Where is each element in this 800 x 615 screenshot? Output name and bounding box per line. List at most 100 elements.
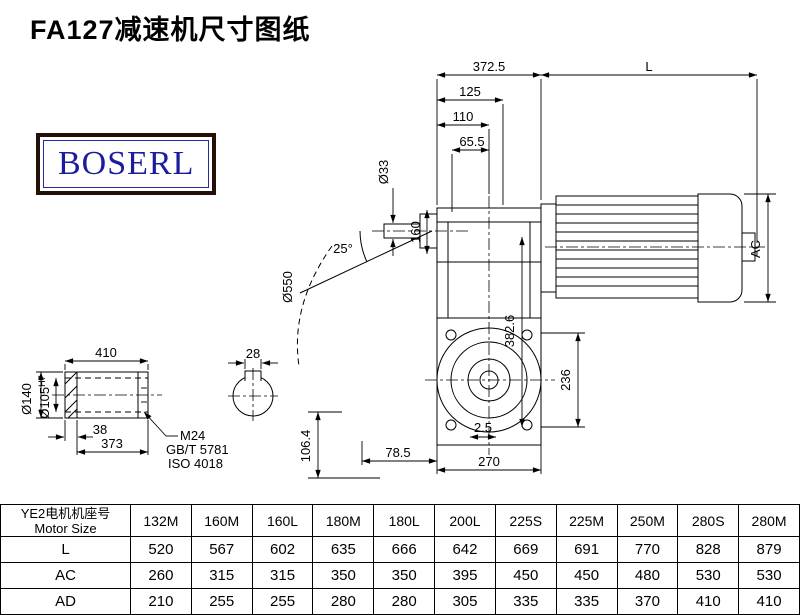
- dim-label-bore-dia: Ø105H7: [37, 375, 52, 418]
- hollow-shaft-view: [52, 371, 162, 419]
- shaft-section-view: [228, 368, 278, 421]
- dim-label-372-5: 372.5: [473, 59, 506, 74]
- column-header-280M: 280M: [738, 504, 800, 537]
- motor-size-label-en: Motor Size: [34, 520, 97, 536]
- row-label-L: L: [0, 536, 131, 563]
- shaft-view-dimensions: [36, 358, 178, 455]
- boserl-logo-text: BOSERL: [43, 140, 210, 188]
- table-cell: 669: [494, 536, 557, 563]
- table-cell: 335: [494, 588, 557, 615]
- dim-label-373: 373: [101, 436, 123, 451]
- table-cell: 280: [373, 588, 436, 615]
- table-cell: 691: [555, 536, 618, 563]
- dim-label-106-4: 106.4: [298, 430, 313, 463]
- table-cell: 530: [738, 562, 800, 589]
- column-header-280S: 280S: [677, 504, 740, 537]
- column-header-225M: 225M: [555, 504, 618, 537]
- table-cell: 770: [616, 536, 679, 563]
- column-header-180M: 180M: [312, 504, 375, 537]
- table-cell: 315: [251, 562, 314, 589]
- motor-size-label-cn: YE2电机机座号: [20, 505, 111, 521]
- section-view-dimensions: [228, 359, 278, 369]
- thread-spec-label: M24: [180, 428, 205, 443]
- table-cell: 350: [373, 562, 436, 589]
- motor-dimension-table: YE2电机机座号 Motor Size 132M 160M 160L 180M …: [0, 504, 800, 615]
- dim-label-L: L: [645, 59, 652, 74]
- table-cell: 255: [251, 588, 314, 615]
- boserl-logo: BOSERL: [36, 133, 217, 195]
- table-cell: 370: [616, 588, 679, 615]
- table-cell: 567: [190, 536, 253, 563]
- dim-label-hub-dia: Ø140: [19, 383, 34, 415]
- table-cell: 410: [738, 588, 800, 615]
- dim-label-65-5: 65.5: [459, 134, 484, 149]
- dim-label-270: 270: [478, 454, 500, 469]
- column-header-200L: 200L: [434, 504, 496, 537]
- table-cell: 666: [373, 536, 436, 563]
- swing-radius-line: [299, 230, 433, 294]
- row-label-AC: AC: [0, 562, 131, 589]
- table-cell: 480: [616, 562, 679, 589]
- bolt-hole: [445, 329, 457, 341]
- row-label-AD: AD: [0, 588, 131, 615]
- fan-cowl: [697, 193, 743, 303]
- dim-label-28: 28: [246, 346, 260, 361]
- dim-label-AC: AC: [748, 240, 763, 258]
- table-cell: 828: [677, 536, 740, 563]
- standard-gb-label: GB/T 5781: [166, 442, 229, 457]
- dim-label-angle: 25°: [333, 241, 353, 256]
- dim-label-236: 236: [558, 369, 573, 391]
- dim-label-shaft-dia: Ø33: [376, 160, 391, 185]
- table-header-motor-size: YE2电机机座号 Motor Size: [0, 504, 131, 537]
- table-cell: 879: [738, 536, 800, 563]
- table-cell: 530: [677, 562, 740, 589]
- standard-iso-label: ISO 4018: [168, 456, 223, 471]
- table-cell: 602: [251, 536, 314, 563]
- page-title: FA127减速机尺寸图纸: [30, 15, 311, 45]
- table-cell: 315: [190, 562, 253, 589]
- bolt-hole: [445, 419, 457, 431]
- technical-drawing: 372.5 L 125 110 65.5 Ø33 160 25° Ø550 38…: [19, 59, 776, 479]
- table-cell: 450: [494, 562, 557, 589]
- table-cell: 335: [555, 588, 618, 615]
- swing-circle-arc: [296, 245, 333, 367]
- column-header-160L: 160L: [251, 504, 314, 537]
- dim-label-382-6: 382.6: [502, 315, 517, 348]
- table-cell: 642: [434, 536, 496, 563]
- table-row-AC: AC 260 315 315 350 350 395 450 450 480 5…: [0, 562, 800, 589]
- table-cell: 395: [434, 562, 496, 589]
- table-cell: 450: [555, 562, 618, 589]
- bolt-hole: [521, 329, 533, 341]
- table-cell: 520: [130, 536, 192, 563]
- table-cell: 350: [312, 562, 375, 589]
- dim-label-110: 110: [453, 109, 474, 124]
- dimension-labels: 372.5 L 125 110 65.5 Ø33 160 25° Ø550 38…: [19, 59, 763, 471]
- table-cell: 280: [312, 588, 375, 615]
- column-header-225S: 225S: [494, 504, 557, 537]
- dim-label-2-5: 2.5: [474, 420, 492, 435]
- dim-label-410: 410: [95, 345, 117, 360]
- column-header-180L: 180L: [373, 504, 436, 537]
- dim-label-160: 160: [408, 221, 423, 243]
- table-cell: 305: [434, 588, 496, 615]
- table-cell: 410: [677, 588, 740, 615]
- dim-label-78-5: 78.5: [385, 445, 410, 460]
- column-header-160M: 160M: [190, 504, 253, 537]
- column-header-132M: 132M: [130, 504, 192, 537]
- motor-flange: [540, 203, 557, 293]
- centerlines: [372, 196, 765, 455]
- motor: [540, 193, 756, 303]
- dim-label-38: 38: [93, 422, 107, 437]
- table-row-L: L 520 567 602 635 666 642 669 691 770 82…: [0, 536, 800, 563]
- bolt-hole: [521, 419, 533, 431]
- table-row-AD: AD 210 255 255 280 280 305 335 335 370 4…: [0, 588, 800, 615]
- front-view-dimensions: [308, 72, 776, 479]
- column-header-250M: 250M: [616, 504, 679, 537]
- table-cell: 260: [130, 562, 192, 589]
- angle-arc: [359, 230, 368, 263]
- table-header-row: YE2电机机座号 Motor Size 132M 160M 160L 180M …: [0, 504, 800, 537]
- table-cell: 635: [312, 536, 375, 563]
- table-cell: 210: [130, 588, 192, 615]
- table-cell: 255: [190, 588, 253, 615]
- dim-label-swing-dia: Ø550: [280, 271, 295, 303]
